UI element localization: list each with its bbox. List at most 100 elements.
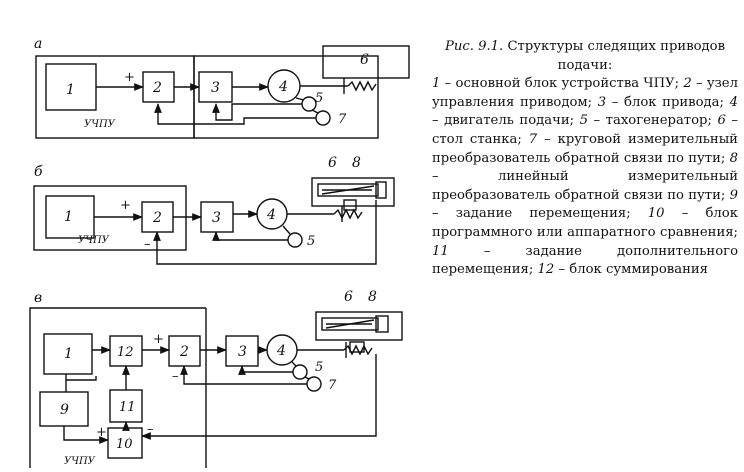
- label-minus-b: –: [144, 237, 151, 252]
- feedback-7-to-2-c: [180, 365, 307, 385]
- label-tacho-5-b: 5: [307, 234, 315, 249]
- unit-frame-c: [29, 307, 206, 468]
- label-block-2-c: 2: [179, 344, 189, 360]
- label-plus-b: +: [120, 198, 131, 213]
- scale-head-b: [343, 199, 357, 211]
- label-letter-c: в: [34, 290, 42, 306]
- diagram-a: [35, 45, 410, 139]
- feedback-8-to-10-c: [141, 354, 377, 440]
- label-table-6-b: 6: [328, 155, 337, 171]
- label-plus-c: +: [153, 332, 164, 347]
- label-motor-4-b: 4: [266, 207, 276, 223]
- legend-num: 9: [729, 187, 738, 203]
- leadscrew-thread-b: [333, 208, 363, 220]
- encoder-7-c: [306, 376, 322, 392]
- legend-text: задание дополнительного перемещения;: [432, 243, 739, 278]
- legend-num: 8: [729, 150, 738, 166]
- feedback-8-to-2-b: [153, 200, 377, 265]
- tacho-5-c: [292, 364, 308, 380]
- label-plus-a: +: [124, 70, 135, 85]
- label-block-10-c: 10: [116, 437, 133, 452]
- legend-text: основной блок устройства ЧПУ;: [455, 76, 680, 92]
- linear-scale-8-c: [321, 317, 379, 331]
- label-block-1-c: 1: [64, 346, 73, 362]
- legend-text: стол станка;: [432, 131, 522, 147]
- label-minus-c: –: [172, 369, 179, 384]
- legend-num: 6: [717, 113, 726, 129]
- label-encoder-7-a: 7: [338, 112, 347, 127]
- drive-frame-a: [193, 55, 379, 139]
- block-1-c: [43, 333, 93, 375]
- label-table-6-c: 6: [344, 289, 353, 305]
- tacho-5-a: [301, 96, 317, 112]
- legend-num: 5: [579, 113, 588, 129]
- figure-caption: Рис. 9.1. Структуры следящих приводов по…: [432, 38, 738, 280]
- label-tacho-5-c: 5: [315, 360, 323, 375]
- label-motor-4-a: 4: [278, 79, 288, 95]
- legend-text: задание перемещения;: [455, 206, 631, 222]
- caption-legend: 1 – основной блок устройства ЧПУ; 2 – уз…: [432, 76, 739, 278]
- feedback-5-to-3-b: [212, 231, 288, 241]
- legend-text: круговой измерительный преобразователь о…: [432, 131, 738, 166]
- label-block-3-b: 3: [212, 210, 221, 226]
- legend-num: 11: [432, 243, 449, 259]
- feedback-5-to-3-a: [212, 103, 302, 121]
- legend-num: 4: [729, 94, 738, 110]
- caption-title-text: Структуры следящих приводов подачи:: [507, 39, 726, 73]
- label-scale-8-c: 8: [368, 289, 377, 305]
- linear-scale-8-b: [317, 183, 379, 197]
- label-scale-8-b: 8: [352, 155, 361, 171]
- label-unit-b: УЧПУ: [78, 235, 110, 246]
- legend-num: 1: [432, 76, 441, 92]
- unit-frame-b: [33, 185, 187, 251]
- legend-num: 3: [597, 94, 607, 110]
- legend-num: 10: [647, 206, 665, 222]
- legend-text: двигатель подачи;: [444, 113, 575, 129]
- diagram-b: [33, 177, 395, 265]
- legend-num: 2: [683, 76, 692, 92]
- legend-text: блок программного или аппаратного сравне…: [432, 206, 738, 240]
- table-6-a: [322, 45, 410, 79]
- label-letter-b: б: [34, 164, 43, 180]
- label-tacho-5-a: 5: [315, 91, 323, 106]
- label-motor-4-c: 4: [276, 343, 286, 359]
- label-unit-a: УЧПУ: [84, 119, 116, 130]
- leadscrew-thread-a: [347, 80, 377, 92]
- diagram-c: [29, 307, 403, 468]
- label-block-9-c: 9: [60, 402, 69, 418]
- label-unit-c: УЧПУ: [64, 456, 96, 467]
- table-6-c: [315, 311, 403, 341]
- label-block-2-a: 2: [152, 80, 162, 96]
- label-block-1-b: 1: [64, 209, 73, 225]
- label-encoder-7-c: 7: [328, 378, 337, 393]
- legend-text: узел управления приводом;: [432, 76, 738, 110]
- tacho-5-b: [287, 232, 303, 248]
- signal-9-10-c: [63, 426, 109, 444]
- label-minus2-c: –: [147, 422, 154, 437]
- legend-text: блок привода;: [624, 94, 724, 110]
- feedback-5-to-3-c: [238, 365, 293, 375]
- caption-prefix: Рис. 9.1.: [444, 39, 504, 54]
- label-plus2-c: +: [96, 425, 107, 440]
- label-block-3-a: 3: [211, 80, 220, 96]
- signal-1-9-c: [65, 374, 97, 381]
- legend-num: 7: [528, 131, 538, 147]
- leadscrew-thread-c: [343, 344, 373, 356]
- label-letter-a: а: [34, 36, 42, 52]
- label-block-1-a: 1: [66, 82, 75, 98]
- encoder-7-a: [315, 110, 331, 126]
- legend-text: линейный измерительный преобразователь о…: [432, 169, 738, 203]
- feedback-7-to-2-a: [154, 103, 316, 125]
- label-table-6-a: 6: [360, 52, 369, 68]
- legend-num: 12: [537, 262, 555, 278]
- label-block-11-c: 11: [119, 400, 136, 415]
- legend-text: блок суммирования: [569, 262, 708, 278]
- caption-title: Рис. 9.1. Структуры следящих приводов по…: [432, 38, 738, 75]
- legend-text: тахогенератор;: [605, 113, 712, 129]
- label-block-2-b: 2: [152, 210, 162, 226]
- table-6-b: [311, 177, 395, 207]
- label-block-12-c: 12: [117, 345, 134, 360]
- unit-frame-a: [35, 55, 195, 139]
- label-block-3-c: 3: [238, 344, 247, 360]
